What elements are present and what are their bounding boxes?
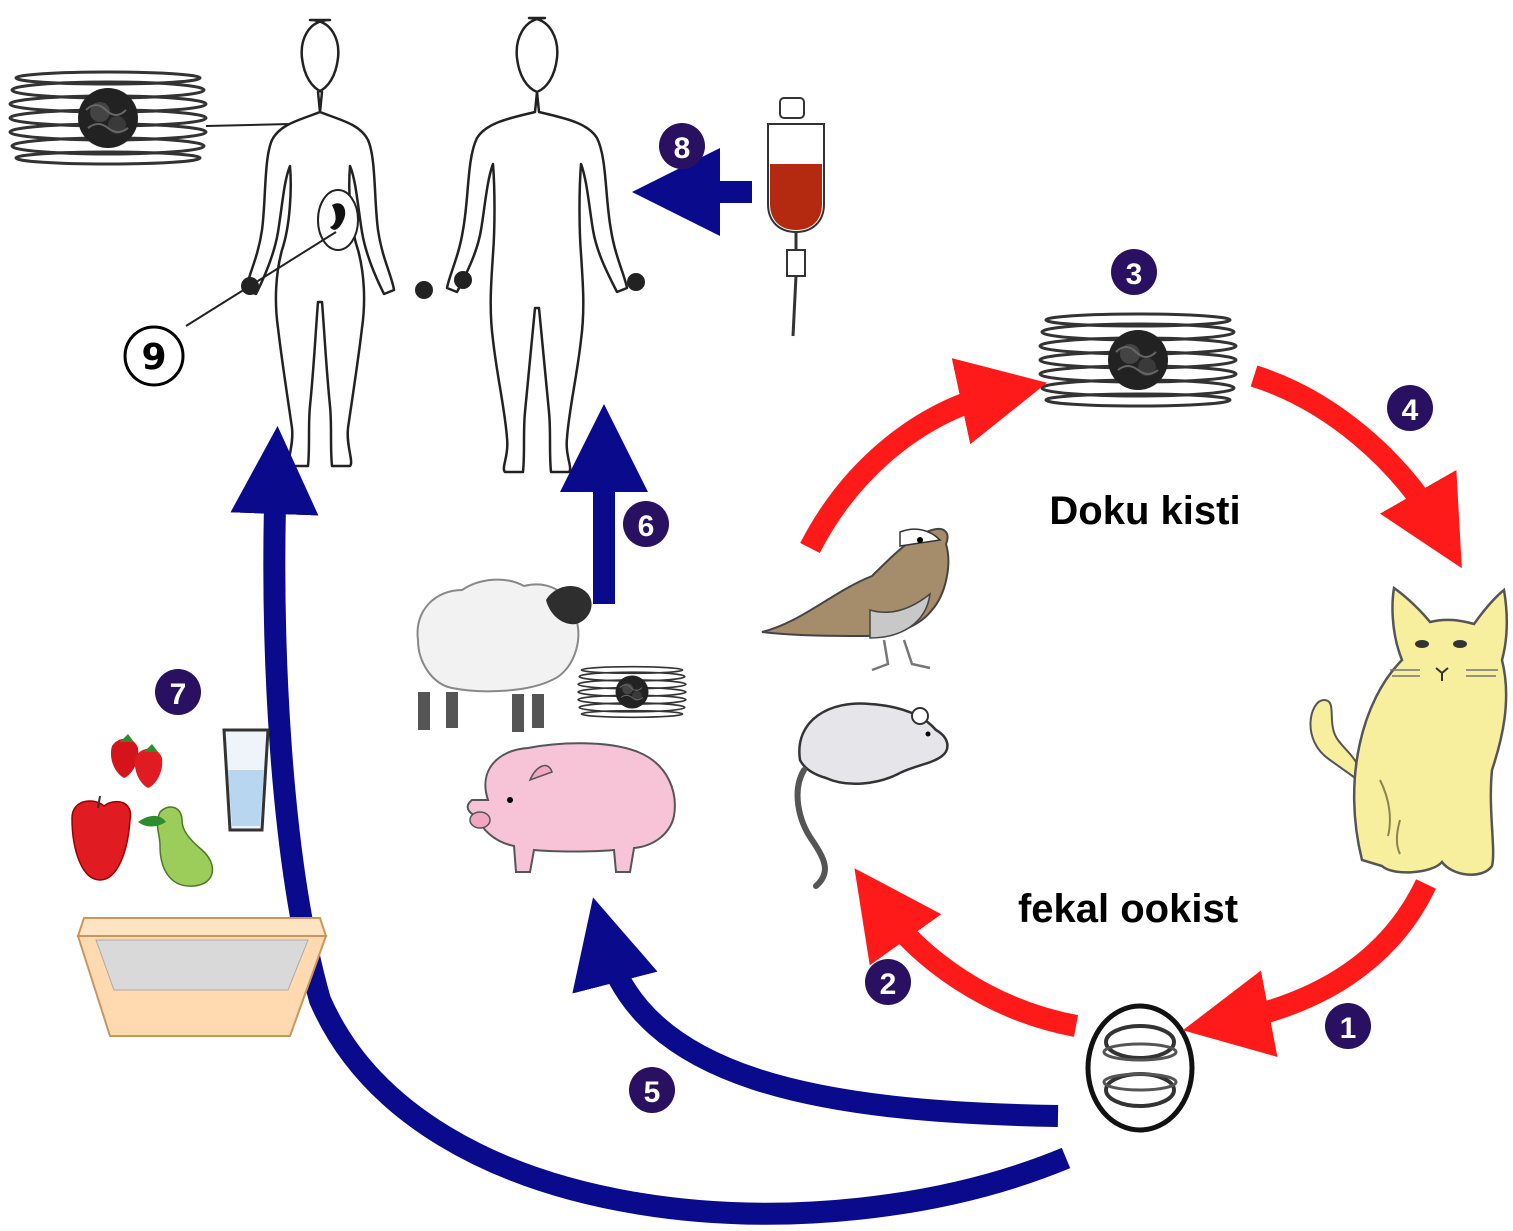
step-7-badge: 7 <box>155 669 201 715</box>
cat-definitive-host-icon <box>1310 588 1506 875</box>
cat-litter-box-icon <box>78 918 326 1036</box>
svg-text:8: 8 <box>674 132 691 165</box>
svg-text:6: 6 <box>638 510 655 543</box>
human-tissue-cyst-icon <box>10 72 206 164</box>
svg-text:7: 7 <box>170 678 187 711</box>
pear-icon <box>138 807 212 886</box>
arrow-cat-to-oocyst <box>1226 884 1426 1022</box>
oocyst-icon <box>1088 1006 1192 1130</box>
step-5-badge: 5 <box>629 1067 675 1113</box>
strawberries-icon <box>111 734 162 788</box>
step-4-badge: 4 <box>1387 385 1433 431</box>
svg-text:5: 5 <box>644 1076 661 1109</box>
step-1-badge: 1 <box>1325 1003 1371 1049</box>
arrow-intermediate-to-cyst <box>810 392 1004 548</box>
step-8-badge: 8 <box>659 123 705 169</box>
blood-transfusion-bag-icon <box>768 98 824 336</box>
meat-tissue-cyst-icon <box>578 667 686 718</box>
svg-text:2: 2 <box>880 968 897 1001</box>
step-2-badge: 2 <box>865 959 911 1005</box>
mouse-intermediate-host-icon <box>798 703 948 886</box>
glass-of-water-icon <box>224 730 268 830</box>
step-9-badge: 9 <box>125 327 183 385</box>
sheep-intermediate-host-icon <box>418 580 592 732</box>
step-3-badge: 3 <box>1111 249 1157 295</box>
tissue-cyst-label: Doku kisti <box>1049 489 1240 533</box>
bird-intermediate-host-icon <box>762 529 948 670</box>
tissue-cyst-icon <box>1040 314 1236 406</box>
step-6-badge: 6 <box>623 501 669 547</box>
svg-text:3: 3 <box>1126 258 1143 291</box>
human-male-figure <box>447 18 627 472</box>
fecal-oocyst-label: fekal ookist <box>1018 887 1238 931</box>
cyst-pointer-line <box>206 124 290 126</box>
pig-intermediate-host-icon <box>468 743 675 872</box>
apple-icon <box>72 796 131 880</box>
svg-text:9: 9 <box>141 337 166 378</box>
svg-text:4: 4 <box>1402 394 1419 427</box>
svg-text:1: 1 <box>1340 1012 1357 1045</box>
